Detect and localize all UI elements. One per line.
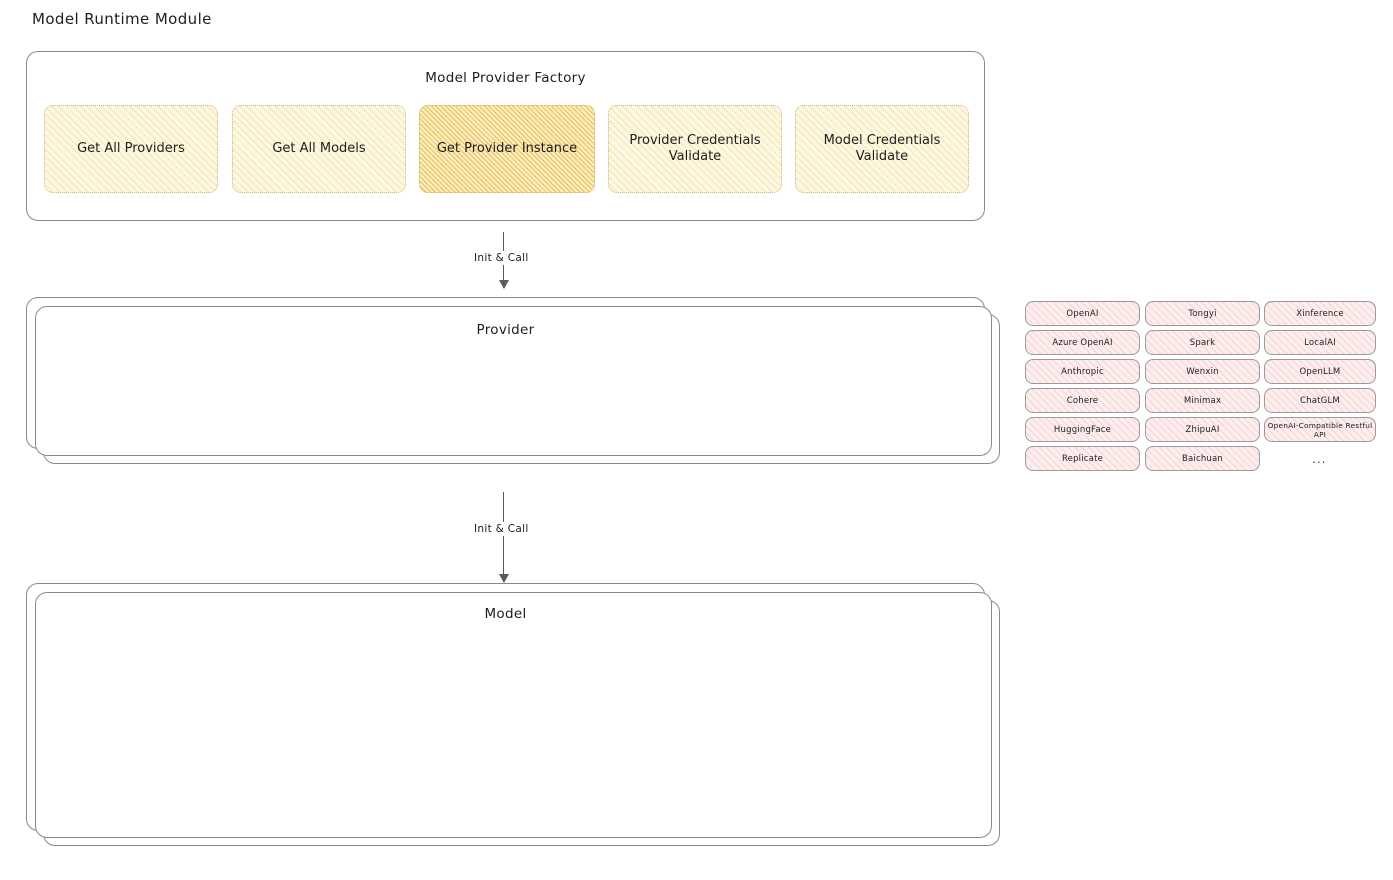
- provider-chip-label: Wenxin: [1186, 366, 1219, 377]
- provider-chip-openllm[interactable]: OpenLLM: [1264, 359, 1376, 384]
- provider-title: Provider: [476, 322, 535, 338]
- factory-box-label: Model Credentials Validate: [823, 132, 941, 164]
- arrow-provider-to-model: [498, 492, 509, 583]
- provider-chip-label: Tongyi: [1188, 308, 1217, 319]
- provider-chip-cohere[interactable]: Cohere: [1025, 388, 1140, 413]
- model-container: Model: [26, 583, 1000, 846]
- provider-chip-openai[interactable]: OpenAI: [1025, 301, 1140, 326]
- provider-chip-label: Azure OpenAI: [1052, 337, 1113, 348]
- arrow-provider-to-model-label: Init & Call: [470, 522, 533, 536]
- provider-list-ellipsis: ...: [1312, 452, 1327, 466]
- factory-box-label: Get All Models: [272, 140, 366, 156]
- factory-box-get-all-models[interactable]: Get All Models: [232, 105, 406, 193]
- provider-chip-baichuan[interactable]: Baichuan: [1145, 446, 1260, 471]
- provider-chip-label: Xinference: [1296, 308, 1344, 319]
- factory-box-provider-credentials-validate[interactable]: Provider Credentials Validate: [608, 105, 782, 193]
- provider-chip-chatglm[interactable]: ChatGLM: [1264, 388, 1376, 413]
- provider-chip-openai-compatible-restful-api[interactable]: OpenAI-Compatible Restful API: [1264, 417, 1376, 442]
- provider-chip-label: LocalAI: [1304, 337, 1336, 348]
- factory-box-get-provider-instance[interactable]: Get Provider Instance: [419, 105, 595, 193]
- provider-chip-label: Cohere: [1066, 395, 1099, 406]
- provider-chip-azure-openai[interactable]: Azure OpenAI: [1025, 330, 1140, 355]
- provider-chip-replicate[interactable]: Replicate: [1025, 446, 1140, 471]
- provider-chip-zhipuai[interactable]: ZhipuAI: [1145, 417, 1260, 442]
- provider-chip-wenxin[interactable]: Wenxin: [1145, 359, 1260, 384]
- provider-chip-label: OpenLLM: [1299, 366, 1341, 377]
- provider-chip-label: Baichuan: [1181, 453, 1224, 464]
- provider-chip-anthropic[interactable]: Anthropic: [1025, 359, 1140, 384]
- factory-box-label: Provider Credentials Validate: [629, 132, 761, 164]
- provider-container: Provider: [26, 297, 1000, 464]
- factory-box-model-credentials-validate[interactable]: Model Credentials Validate: [795, 105, 969, 193]
- provider-chip-label: ChatGLM: [1300, 395, 1340, 406]
- provider-chip-localai[interactable]: LocalAI: [1264, 330, 1376, 355]
- provider-chip-xinference[interactable]: Xinference: [1264, 301, 1376, 326]
- provider-chip-label: Replicate: [1061, 453, 1104, 464]
- arrow-factory-to-provider-label: Init & Call: [470, 251, 533, 265]
- model-title: Model: [484, 606, 527, 622]
- provider-chip-label: ZhipuAI: [1185, 424, 1220, 435]
- factory-box-label: Get Provider Instance: [436, 140, 578, 156]
- provider-chip-label: Minimax: [1183, 395, 1222, 406]
- provider-chip-label: OpenAI-Compatible Restful API: [1267, 420, 1373, 439]
- factory-box-label: Get All Providers: [77, 140, 185, 156]
- provider-chip-minimax[interactable]: Minimax: [1145, 388, 1260, 413]
- provider-chip-spark[interactable]: Spark: [1145, 330, 1260, 355]
- provider-chip-huggingface[interactable]: HuggingFace: [1025, 417, 1140, 442]
- model-provider-factory-title: Model Provider Factory: [425, 70, 586, 86]
- provider-chip-label: Spark: [1189, 337, 1216, 348]
- provider-chip-tongyi[interactable]: Tongyi: [1145, 301, 1260, 326]
- provider-chip-label: OpenAI: [1066, 308, 1099, 319]
- provider-chip-label: HuggingFace: [1053, 424, 1112, 435]
- factory-box-get-all-providers[interactable]: Get All Providers: [44, 105, 218, 193]
- provider-chip-label: Anthropic: [1061, 366, 1104, 377]
- page-title: Model Runtime Module: [32, 10, 212, 28]
